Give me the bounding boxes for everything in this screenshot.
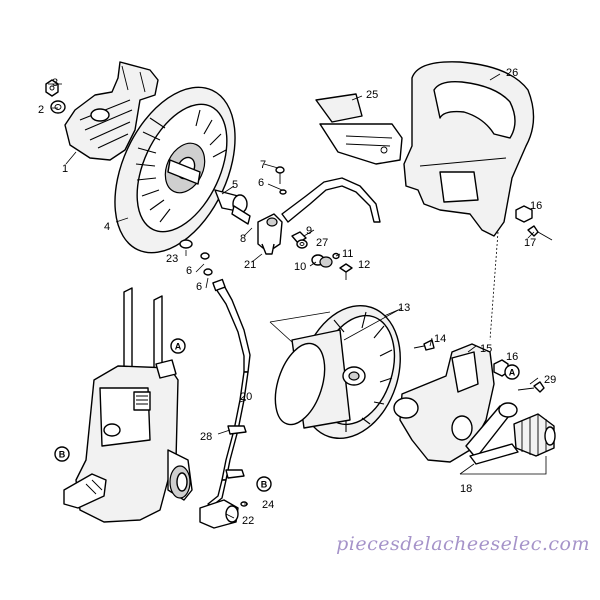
callout-7: 7	[260, 159, 266, 171]
callout-13: 13	[398, 302, 410, 314]
callout-1: 1	[62, 163, 68, 175]
part-14-screw	[413, 339, 435, 351]
watermark: piecesdelacheeselec.com	[336, 533, 590, 555]
ref-marker-a-washer[interactable]: A	[170, 338, 186, 354]
callout-6-mid: 6	[186, 265, 192, 277]
part-9-fitting	[291, 231, 307, 244]
callout-6-top: 6	[258, 177, 264, 189]
callout-3: 3	[52, 77, 58, 89]
callout-15: 15	[480, 343, 492, 355]
callout-8: 8	[240, 233, 246, 245]
ref-marker-b-hose[interactable]: B	[256, 476, 272, 492]
frame-leg-guide	[489, 231, 499, 341]
part-10-nut	[311, 254, 333, 268]
callout-29: 29	[544, 374, 556, 386]
part-5-coupling	[214, 189, 251, 225]
callout-5: 5	[232, 179, 238, 191]
part-6-oring-mid	[200, 252, 210, 260]
callout-10: 10	[294, 261, 306, 273]
callout-11: 11	[342, 248, 353, 260]
callout-9: 9	[306, 225, 312, 237]
callout-6-low: 6	[196, 281, 202, 293]
part-12-screw	[339, 263, 353, 280]
part-16-nut-top	[515, 205, 533, 223]
part-23-clip	[179, 239, 193, 249]
pressure-washer-body	[63, 287, 193, 523]
callout-17: 17	[524, 237, 536, 249]
part-4-hose-drum	[114, 86, 236, 254]
callout-24: 24	[262, 499, 274, 511]
leader-lines	[48, 73, 547, 519]
callout-23: 23	[166, 253, 178, 265]
callout-26: 26	[506, 67, 518, 79]
svg-text:A: A	[175, 342, 182, 352]
callout-16-low: 16	[506, 351, 518, 363]
ref-marker-a-reel[interactable]: A	[504, 364, 520, 380]
callout-2: 2	[38, 104, 44, 116]
callout-27: 27	[316, 237, 328, 249]
hose-tube-top	[281, 177, 381, 223]
callout-4: 4	[104, 221, 110, 233]
part-21-valve-block	[257, 213, 283, 255]
callout-16-top: 16	[530, 200, 542, 212]
ref-marker-b-washer[interactable]: B	[54, 446, 70, 462]
svg-text:B: B	[59, 450, 66, 460]
callout-14: 14	[434, 333, 446, 345]
callout-18: 18	[460, 483, 472, 495]
part-15-side-housing	[393, 343, 495, 463]
part-25-hose-holder	[315, 93, 403, 165]
callout-25: 25	[366, 89, 378, 101]
part-11-washer	[332, 252, 340, 260]
callout-12: 12	[358, 259, 370, 271]
callout-labels: 3 2 1 4 5 7 6 8 21 9 27 10 11 12 23 6 6 …	[38, 67, 556, 527]
part-27-oring	[296, 239, 308, 249]
callout-20: 20	[240, 391, 252, 403]
callout-28: 28	[200, 431, 212, 443]
part-13-reel-drum	[274, 304, 401, 440]
part-7-screw	[275, 166, 285, 184]
callout-21: 21	[244, 259, 256, 271]
part-22-coupling	[199, 499, 239, 529]
part-2-washer	[50, 100, 66, 114]
part-6-oring-top	[279, 189, 287, 195]
part-29-screw	[517, 381, 545, 393]
svg-text:A: A	[509, 368, 516, 378]
part-18-crank	[465, 402, 556, 465]
svg-text:B: B	[261, 480, 268, 490]
part-26-handle-frame	[403, 61, 535, 237]
part-1-bracket	[64, 61, 159, 161]
part-6-oring-low	[203, 268, 213, 276]
callout-22: 22	[242, 515, 254, 527]
part-28-clamp	[225, 425, 247, 479]
